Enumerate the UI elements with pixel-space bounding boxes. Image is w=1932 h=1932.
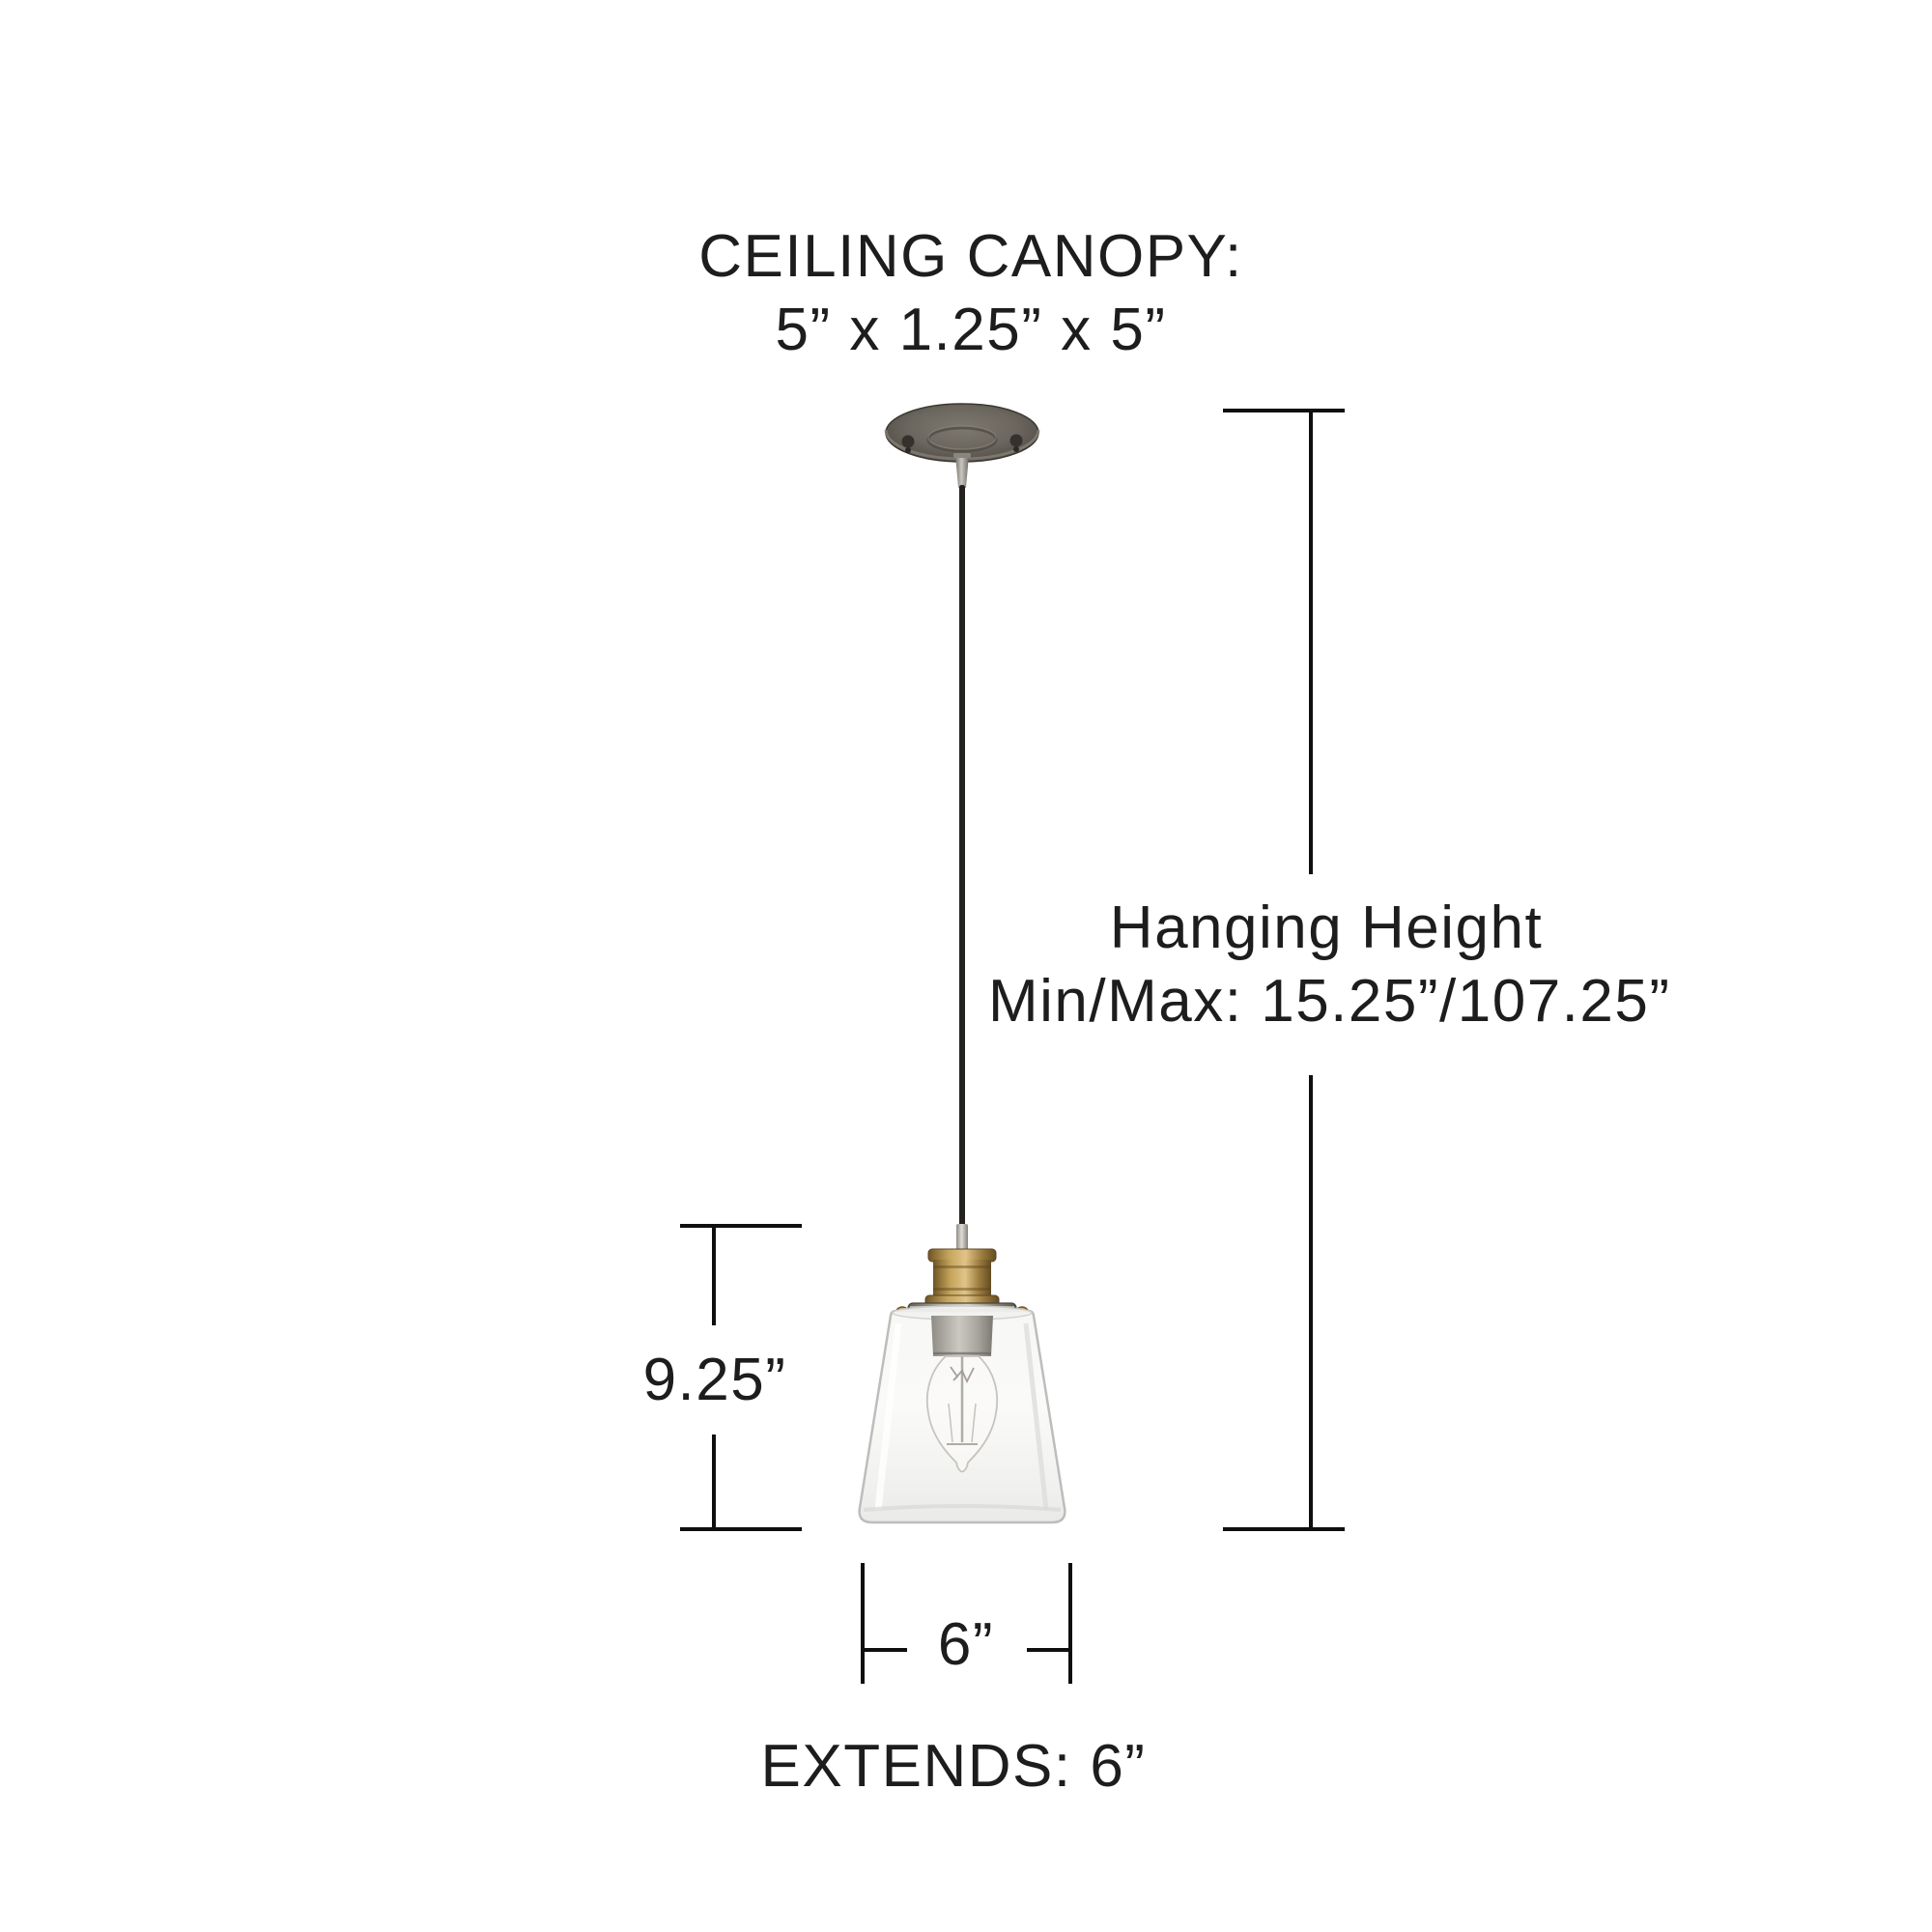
brass-socket (924, 1248, 1000, 1309)
shade-height-line-lower (712, 1435, 716, 1529)
shade-height-tick-top (680, 1224, 802, 1228)
shade-height-tick-bottom (680, 1527, 802, 1531)
hanging-height-label-line1: Hanging Height (1109, 895, 1544, 961)
bulb-filament (950, 1366, 975, 1384)
hanging-height-line-lower (1309, 1075, 1313, 1529)
shade-diameter-line-right (1027, 1648, 1069, 1652)
ceiling-canopy-label-line1: CEILING CANOPY: (698, 223, 1243, 290)
extends-label: EXTENDS: 6” (760, 1733, 1147, 1800)
ceiling-canopy-label-line2: 5” x 1.25” x 5” (775, 297, 1167, 363)
edison-bulb (925, 1355, 999, 1473)
canopy-screw-right (1009, 434, 1023, 452)
shade-diameter-line-left (865, 1648, 907, 1652)
canopy (884, 403, 1040, 488)
socket-sleeve (931, 1316, 993, 1356)
shade-diameter-tick-right (1068, 1563, 1072, 1684)
shade-height-label: 9.25” (642, 1347, 787, 1413)
hanging-height-label: Hanging Height Min/Max: 15.25”/107.25” (988, 892, 1671, 1038)
shade-height-line-upper (712, 1226, 716, 1325)
shade-diameter-tick-left (861, 1563, 865, 1684)
cord (959, 485, 965, 1229)
hanging-height-label-line2: Min/Max: 15.25”/107.25” (988, 968, 1671, 1035)
hanging-height-tick-top (1223, 409, 1345, 412)
hanging-height-line-upper (1309, 411, 1313, 874)
pendant-light-illustration (858, 403, 1066, 1524)
hanging-height-tick-bottom (1223, 1527, 1345, 1531)
socket-stem (956, 1224, 968, 1255)
canopy-screw-left (901, 435, 915, 453)
shade-diameter-label: 6” (937, 1611, 995, 1678)
ceiling-canopy-label: CEILING CANOPY: 5” x 1.25” x 5” (488, 220, 1454, 367)
strain-relief (955, 455, 969, 488)
